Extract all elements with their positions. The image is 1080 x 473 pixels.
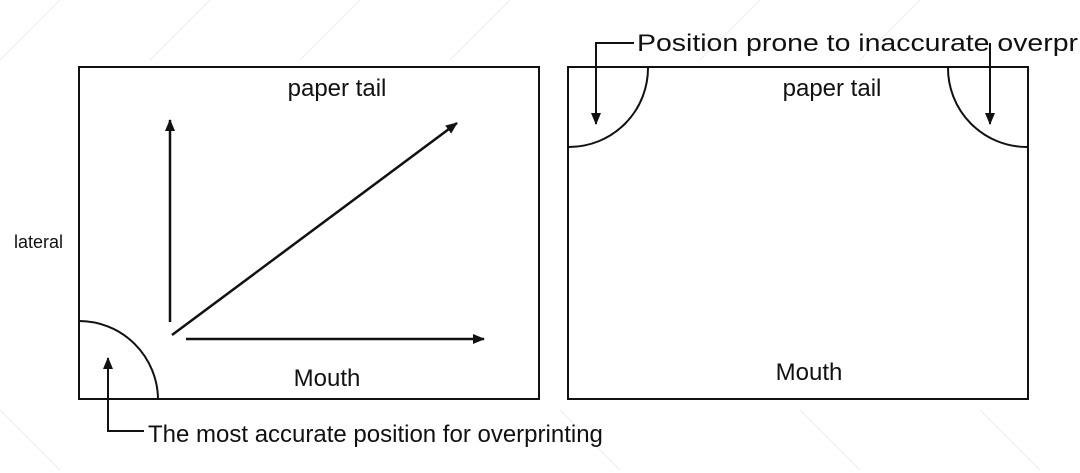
left-accurate-zone-arc bbox=[78, 320, 159, 400]
left-mouth-label: Mouth bbox=[294, 365, 361, 392]
accurate-callout-leader bbox=[107, 408, 144, 432]
right-paper-tail-label: paper tail bbox=[783, 75, 882, 102]
right-sheet bbox=[567, 66, 1029, 400]
right-mouth-label: Mouth bbox=[776, 359, 843, 386]
inaccurate-callout: Position prone to inaccurate overpr bbox=[591, 30, 1078, 125]
accurate-callout: The most accurate position for overprint… bbox=[107, 408, 603, 448]
inaccurate-callout-leader-left bbox=[591, 42, 634, 125]
left-sheet bbox=[78, 66, 540, 400]
background-pattern bbox=[0, 0, 1041, 471]
accurate-callout-text: The most accurate position for overprint… bbox=[148, 421, 603, 448]
left-diagonal-arrow bbox=[171, 121, 458, 337]
inaccurate-callout-text: Position prone to inaccurate overpr bbox=[637, 30, 1078, 57]
right-right-inaccurate-zone-arc bbox=[946, 66, 1028, 148]
right-left-inaccurate-zone-arc bbox=[568, 66, 650, 148]
left-panel: paper tail Mouth lateral bbox=[14, 66, 540, 408]
lateral-label: lateral bbox=[14, 232, 63, 252]
left-paper-tail-label: paper tail bbox=[288, 75, 387, 102]
right-panel: paper tail Mouth bbox=[567, 66, 1029, 400]
